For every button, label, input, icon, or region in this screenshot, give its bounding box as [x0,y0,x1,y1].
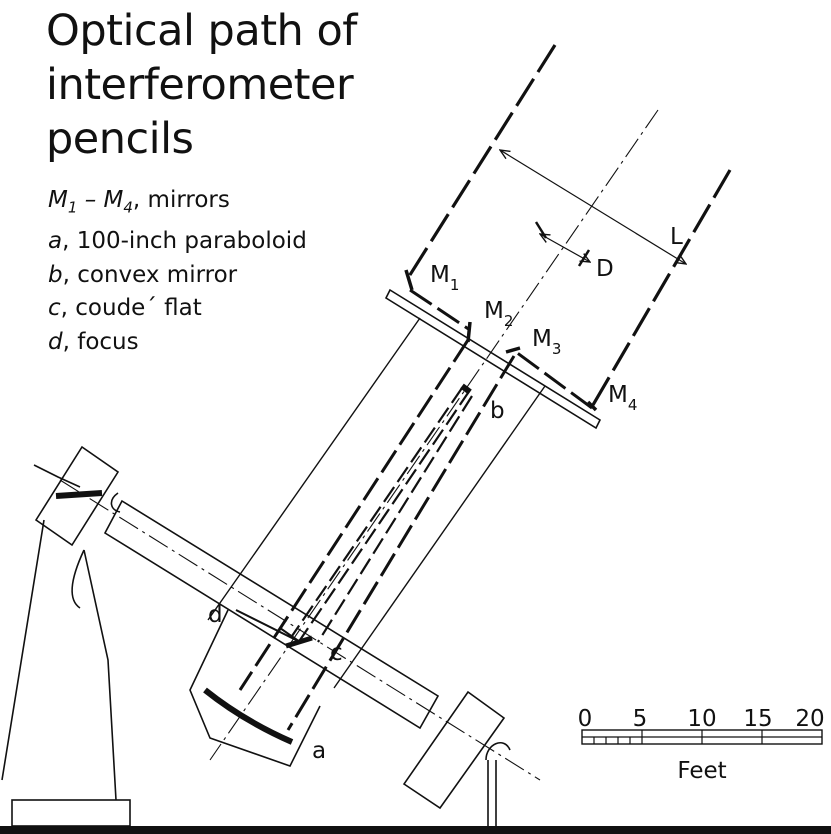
north-pier [1,519,131,827]
label-b: b [490,398,505,424]
mirror-labels: M1 M2 M3 M4 [430,262,637,414]
interferometer-beam [384,288,602,430]
scale-tick-15: 15 [743,706,772,732]
light-paths-inner [291,387,473,643]
mirror-m3 [505,346,521,354]
mirror-m1 [404,269,414,291]
legend-item-convex-mirror: b, convex mirror [48,259,307,293]
legend-key: M1 – M4 [48,187,133,217]
scale-tick-20: 20 [795,706,824,732]
legend-item-focus: d, focus [48,326,307,360]
legend-text: , convex mirror [62,261,238,288]
dimension-L [500,150,686,264]
label-a: a [312,738,326,764]
label-L: L [670,224,683,250]
label-m2: M2 [484,298,513,330]
label-c: c [330,640,343,666]
scale-bar: 0 5 10 15 20 Feet [578,706,825,784]
paraboloid-mirror [203,687,294,745]
label-D: D [596,256,614,282]
mirror-m4 [586,400,598,412]
telescope-tube [207,317,546,689]
scale-tick-5: 5 [633,706,648,732]
legend-key: b [48,261,63,288]
legend-text: , focus [62,328,139,355]
legend-key: a [48,228,63,255]
mirror-cell [189,609,321,767]
label-d: d [208,602,223,628]
legend-key: d [48,328,63,355]
north-bearing [33,445,120,547]
convex-mirror [460,383,472,395]
scale-bar-minor-ticks [593,730,763,744]
legend-text: , coude´ flat [60,295,202,322]
scale-tick-10: 10 [687,706,716,732]
label-m3: M3 [532,326,561,358]
light-paths [238,288,593,731]
legend-item-coude-flat: c, coude´ flat [48,292,307,326]
scale-unit: Feet [677,758,726,784]
ground-base [0,826,831,834]
label-m1: M1 [430,262,459,294]
dimension-D [534,221,590,267]
legend-text: , mirrors [132,187,230,213]
incoming-pencils [406,44,732,406]
label-m4: M4 [608,382,637,414]
legend-item-mirrors: M1 – M4, mirrors [48,184,307,225]
legend: M1 – M4, mirrors a, 100-inch paraboloid … [48,184,307,359]
scale-tick-0: 0 [578,706,593,732]
legend-text: , 100-inch paraboloid [62,228,307,255]
mirror-m2 [466,321,472,343]
optical-axis [209,109,659,761]
legend-key: c [48,295,61,322]
diagram-title: Optical path of interferometer pencils [46,6,357,164]
focus-point [235,609,301,643]
south-pier [402,690,511,826]
legend-item-paraboloid: a, 100-inch paraboloid [48,225,307,259]
